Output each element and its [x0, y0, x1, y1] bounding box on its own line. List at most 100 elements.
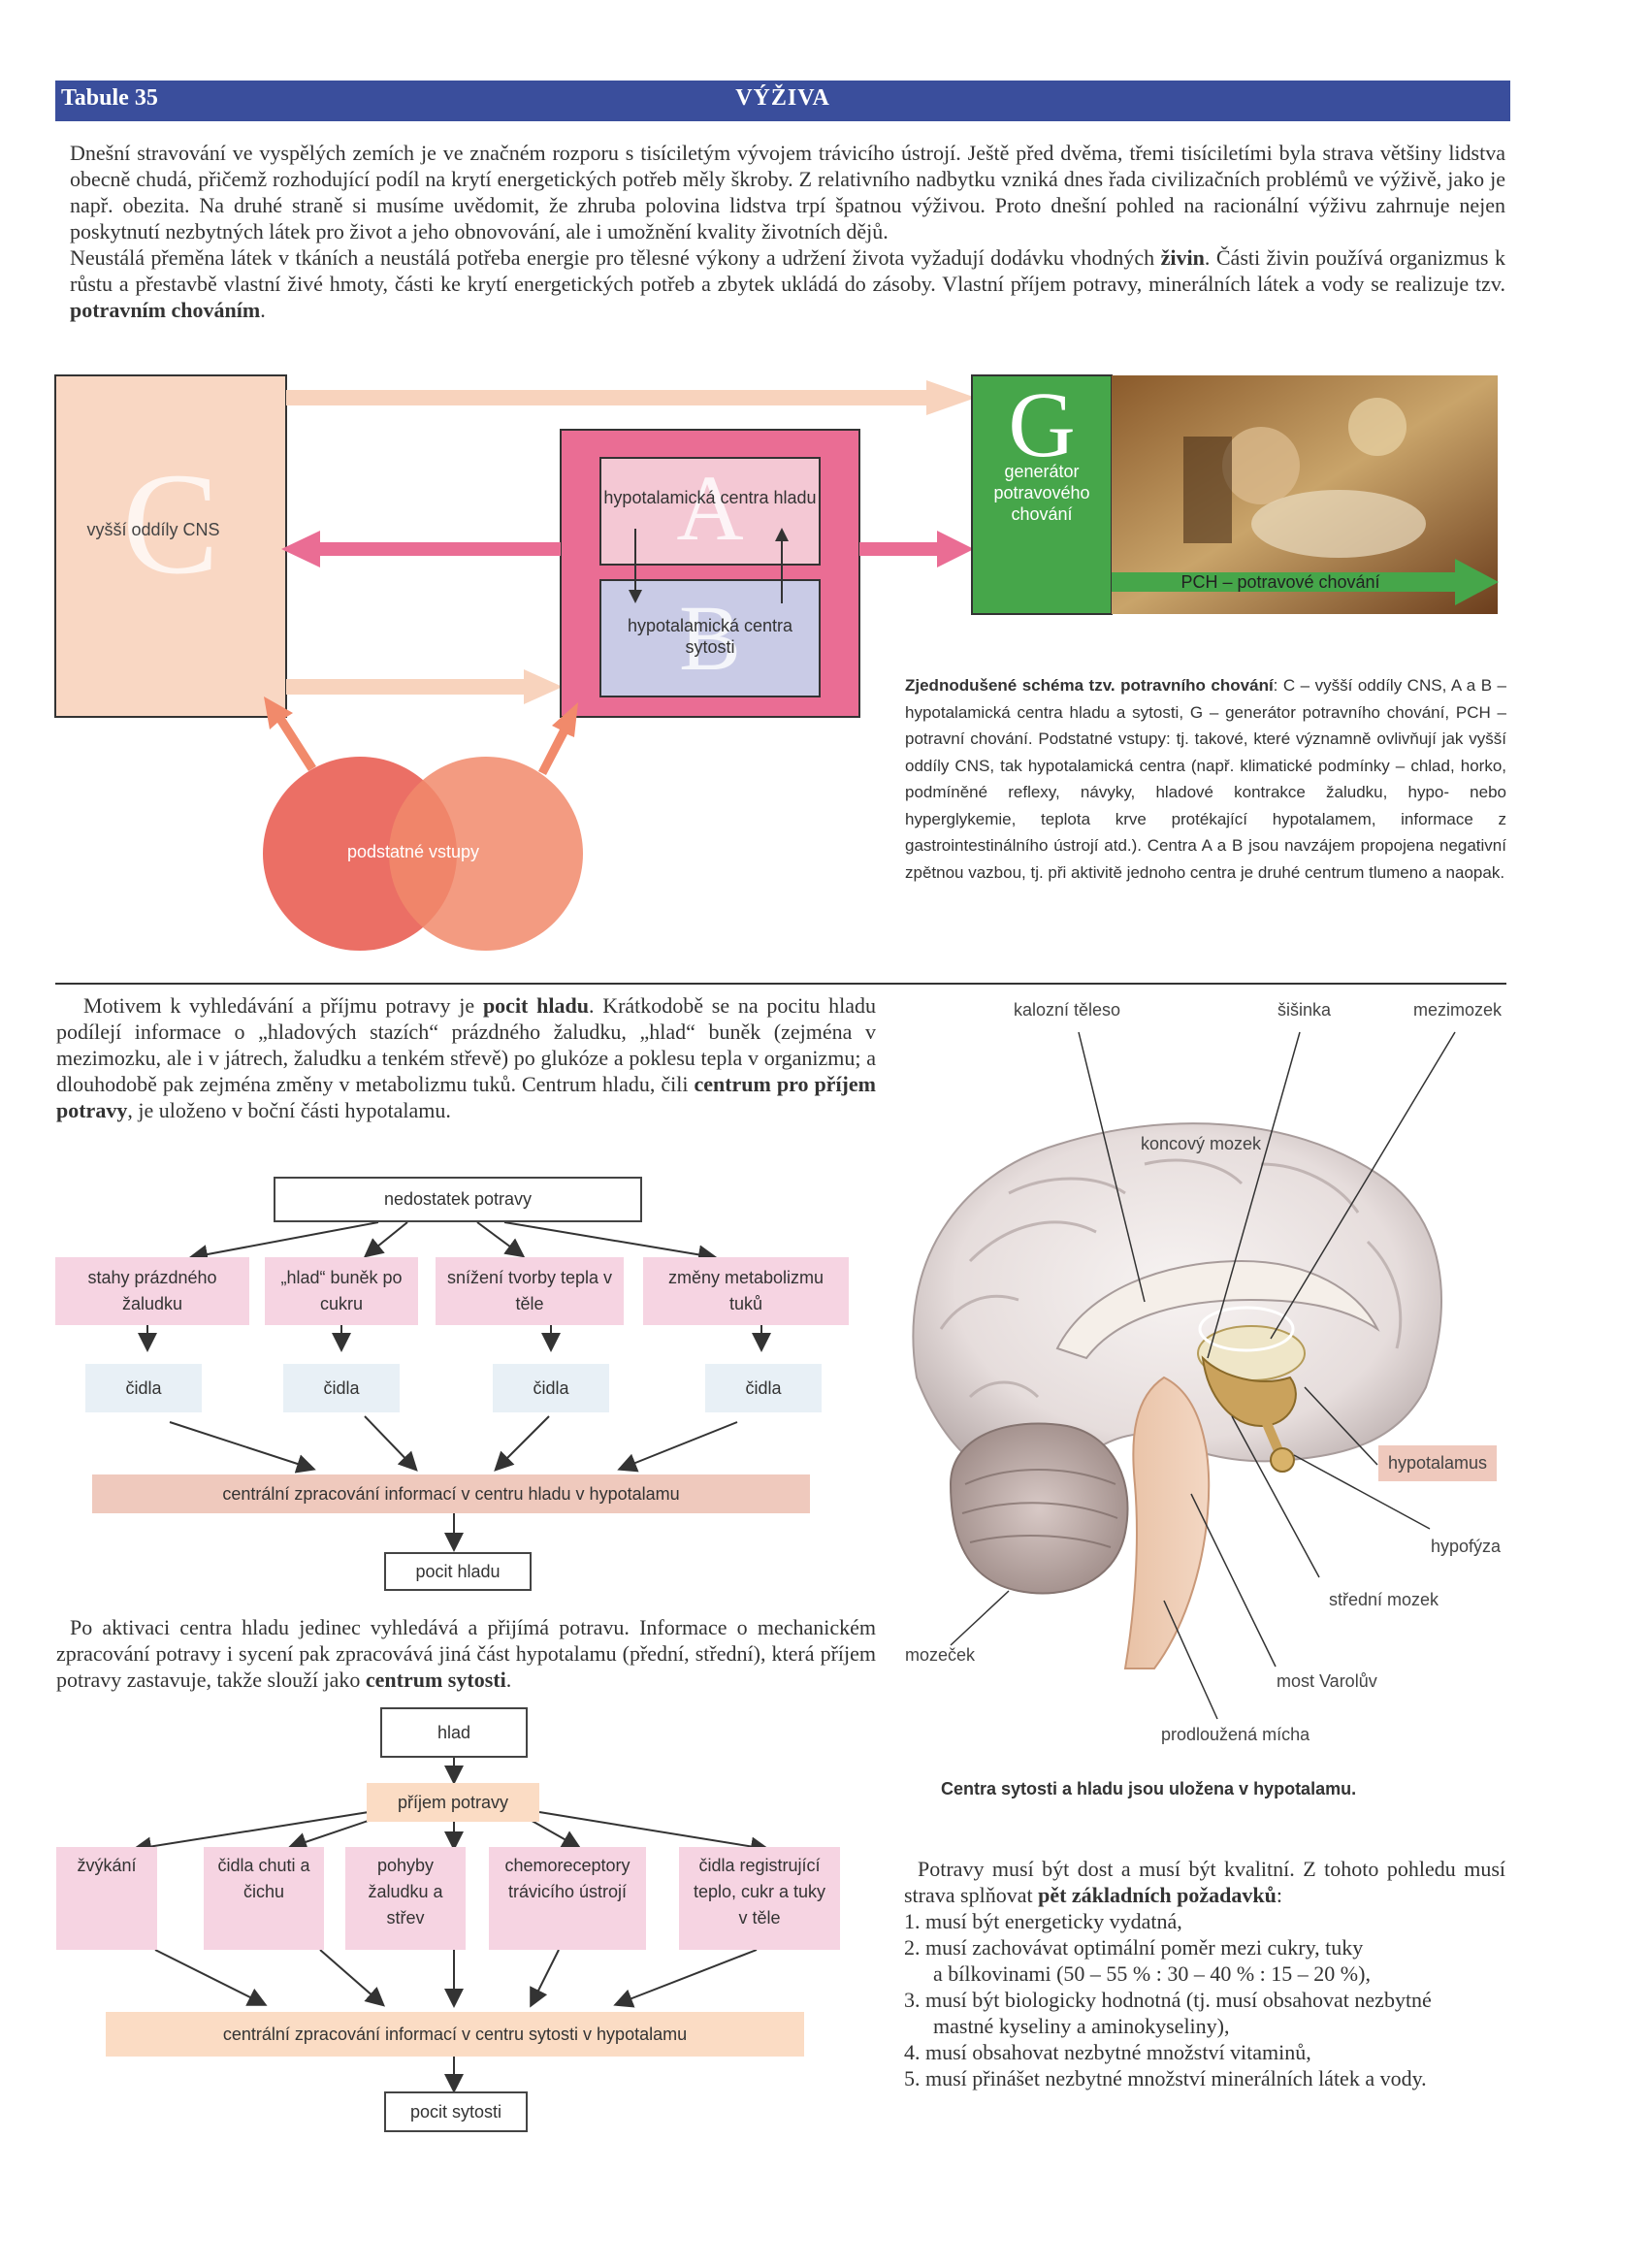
flow2-result-box: pocit sytosti — [384, 2091, 528, 2132]
flow1-sensor-3-text: čidla — [533, 1377, 569, 1398]
label-pons: most Varolův — [1277, 1671, 1377, 1691]
intro-part2a: Neustálá přeměna látek v tkáních a neust… — [70, 245, 1161, 270]
flow2-item-3-text: pohyby žaludku a střev — [368, 1856, 443, 1928]
flow2-item-2-text: čidla chuti a čichu — [217, 1856, 310, 1901]
label-telencephalon: koncový mozek — [1141, 1134, 1262, 1153]
g-label-text: generátor potravového chování — [993, 462, 1090, 524]
label-corpus-callosum: kalozní těleso — [1014, 1000, 1121, 1020]
b-label-text: hypotalamická centra sytosti — [627, 616, 793, 657]
flow1-cause-3-text: snížení tvorby tepla v těle — [446, 1268, 613, 1313]
requirement-item: a bílkovinami (50 – 55 % : 30 – 40 % : 1… — [933, 1961, 1371, 1986]
c-letter: C — [122, 443, 219, 604]
arrow-c-to-g — [286, 380, 976, 415]
flow2-item-1-text: žvýkání — [77, 1856, 137, 1875]
hunger-bold-1: pocit hladu — [482, 993, 589, 1018]
a-letter: A — [676, 456, 743, 560]
requirements-intro-c: : — [1276, 1883, 1282, 1907]
requirements-intro-a: Potravy musí být dost a musí být kvalitn… — [904, 1857, 1505, 1907]
requirement-item: 1. musí být energeticky vydatná, — [904, 1909, 1182, 1933]
flow2-middle-box: příjem potravy — [367, 1783, 539, 1822]
flow1-top-text: nedostatek potravy — [383, 1189, 533, 1209]
arrow-inputs-to-hypothalamus — [538, 702, 578, 775]
hunger-bold-2: centrum pro příjem potravy — [56, 1072, 876, 1122]
g-box — [971, 374, 1113, 615]
corpus-callosum-shape — [1055, 1259, 1380, 1360]
hunger-flowchart-arrows — [138, 1221, 771, 1552]
plate-number: Tabule 35 — [61, 85, 158, 111]
flow2-item-5: čidla registrující teplo, cukr a tuky v … — [679, 1847, 840, 1950]
flow1-central-text: centrální zpracování informací v centru … — [222, 1483, 680, 1504]
hunger-paragraph: Motivem k vyhledávání a příjmu potravy j… — [56, 992, 876, 1123]
flow1-sensor-1-text: čidla — [125, 1377, 162, 1398]
arrow-hypothalamus-to-g — [859, 531, 974, 567]
hunger-text-e: , je uloženo v boční části hypotalamu. — [127, 1098, 451, 1122]
satiety-text-c: . — [505, 1668, 512, 1692]
flow1-cause-1-text: stahy prázdného žaludku — [87, 1268, 217, 1313]
pch-label: PCH – potravové chování — [1180, 572, 1379, 592]
cerebellum-shape — [949, 1422, 1129, 1595]
feeding-behavior-diagram: C vyšší oddíly CNS A hypotalamická centr… — [54, 373, 1499, 951]
page-title: VÝŽIVA — [735, 85, 830, 111]
label-pineal: šišinka — [1277, 1000, 1332, 1020]
hypothalamus-shape — [1201, 1355, 1297, 1428]
caption-bold: Zjednodušené schéma tzv. potravního chov… — [905, 676, 1274, 695]
flow2-item-1: žvýkání — [56, 1847, 157, 1950]
satiety-text-a: Po aktivaci centra hladu jedinec vyhledá… — [56, 1615, 876, 1692]
flow1-top-box: nedostatek potravy — [274, 1177, 642, 1222]
flow1-result-box: pocit hladu — [384, 1552, 532, 1591]
label-diencephalon: mezimozek — [1413, 1000, 1503, 1020]
c-box — [54, 374, 287, 718]
arrow-inputs-to-c — [264, 697, 316, 771]
flow1-sensor-4: čidla — [705, 1364, 822, 1412]
satiety-paragraph: Po aktivaci centra hladu jedinec vyhledá… — [56, 1614, 876, 1693]
flow2-central-text: centrální zpracování informací v centru … — [222, 2024, 688, 2044]
label-hypothalamus: hypotalamus — [1378, 1445, 1498, 1481]
label-medulla: prodloužená mícha — [1161, 1725, 1310, 1744]
requirement-item: mastné kyseliny a aminokyseliny), — [933, 2014, 1230, 2038]
inputs-label: podstatné vstupy — [347, 842, 479, 861]
a-label: hypotalamická centra hladu — [602, 487, 818, 508]
flow1-sensor-3: čidla — [493, 1364, 609, 1412]
caption-text: : C – vyšší oddíly CNS, A a B – hypotala… — [905, 676, 1506, 882]
flow1-sensor-1: čidla — [85, 1364, 202, 1412]
hunger-text-a: Motivem k vyhledávání a příjmu potravy j… — [83, 993, 483, 1018]
flow2-item-3: pohyby žaludku a střev — [345, 1847, 466, 1950]
flow2-top-text: hlad — [436, 1722, 471, 1742]
intro-bold-nutrients: živin — [1160, 245, 1205, 270]
flow2-item-2: čidla chuti a čichu — [204, 1847, 324, 1950]
brain-illustration — [912, 1031, 1456, 1720]
requirement-item: 4. musí obsahovat nezbytné množství vita… — [904, 2040, 1311, 2064]
flow2-item-4-text: chemoreceptory trávicího ústrojí — [504, 1856, 630, 1901]
intro-bold-behavior: potravním chováním — [70, 298, 261, 322]
diagram-caption: Zjednodušené schéma tzv. potravního chov… — [905, 672, 1506, 886]
flow1-sensor-2-text: čidla — [323, 1377, 360, 1398]
flow2-middle-text: příjem potravy — [397, 1792, 509, 1812]
page-header: Tabule 35 VÝŽIVA — [55, 81, 1510, 121]
requirements-bold: pět základních požadavků — [1038, 1883, 1277, 1907]
arrow-c-to-hypothalamus — [286, 669, 563, 704]
flow1-central-box: centrální zpracování informací v centru … — [92, 1474, 810, 1513]
a-box — [599, 457, 821, 566]
flow2-result-text: pocit sytosti — [409, 2101, 502, 2122]
requirement-item: 3. musí být biologicky hodnotná (tj. mus… — [904, 1988, 1432, 2012]
label-cerebellum: mozeček — [905, 1645, 976, 1665]
intro-part2e: . — [260, 298, 266, 322]
b-letter: B — [679, 586, 741, 690]
g-label: generátor potravového chování — [978, 461, 1106, 525]
satiety-bold: centrum sytosti — [365, 1668, 506, 1692]
g-letter: G — [1008, 373, 1075, 476]
arrow-hypothalamus-to-c — [281, 531, 561, 567]
brainstem-shape — [1123, 1376, 1211, 1669]
flow1-cause-4-text: změny metabolizmu tuků — [667, 1268, 824, 1313]
intro-part1: Dnešní stravování ve vyspělých zemích je… — [70, 141, 1505, 243]
requirements-list: 1. musí být energeticky vydatná, 2. musí… — [904, 1908, 1505, 2091]
intro-paragraph: Dnešní stravování ve vyspělých zemích je… — [70, 140, 1505, 323]
hypophysis-shape — [1270, 1447, 1295, 1473]
flow2-item-5-text: čidla registrující teplo, cukr a tuky v … — [693, 1856, 826, 1928]
flow1-sensor-2: čidla — [283, 1364, 400, 1412]
flow2-top-box: hlad — [380, 1707, 528, 1758]
section-divider — [55, 983, 1506, 985]
hunger-text-c: . Krátkodobě se na pocitu hladu podílejí… — [56, 993, 877, 1096]
requirements-intro: Potravy musí být dost a musí být kvalitn… — [904, 1856, 1505, 1908]
